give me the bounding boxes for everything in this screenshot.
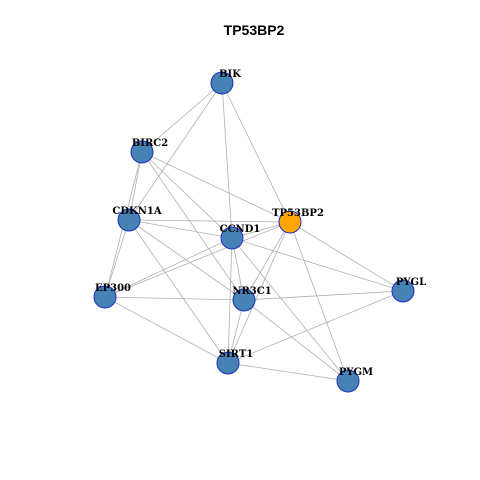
node-circle-nr3c1 [232, 288, 256, 312]
node-pygl: PYGL [391, 277, 426, 303]
node-label-nr3c1: NR3C1 [232, 286, 271, 297]
edge-cdkn1a-sirt1 [128, 219, 229, 364]
node-ccnd1: CCND1 [220, 224, 261, 250]
node-sirt1: SIRT1 [216, 349, 253, 375]
node-label-sirt1: SIRT1 [219, 349, 253, 360]
edge-tp53bp2-ep300 [104, 221, 291, 298]
node-birc2: BIRC2 [130, 138, 168, 164]
edge-bik-birc2 [141, 82, 223, 153]
edge-ccnd1-pygl [231, 237, 404, 292]
node-label-pygl: PYGL [396, 277, 426, 288]
edge-ep300-sirt1 [104, 296, 229, 364]
node-circle-pygl [391, 279, 415, 303]
node-circle-cdkn1a [117, 208, 141, 232]
diagram-title: TP53BP2 [224, 22, 285, 38]
node-label-ccnd1: CCND1 [220, 224, 261, 235]
node-circle-sirt1 [216, 351, 240, 375]
edge-tp53bp2-nr3c1 [243, 221, 291, 301]
node-nr3c1: NR3C1 [232, 286, 272, 312]
node-circle-birc2 [130, 140, 154, 164]
edge-ccnd1-ep300 [104, 237, 233, 298]
edge-tp53bp2-sirt1 [227, 221, 291, 364]
node-circle-bik [210, 71, 234, 95]
edge-birc2-tp53bp2 [141, 151, 291, 223]
edge-bik-ccnd1 [221, 82, 233, 239]
node-label-tp53bp2: TP53BP2 [272, 208, 324, 219]
node-pygm: PYGM [336, 367, 373, 393]
node-label-ep300: EP300 [95, 283, 131, 294]
edge-cdkn1a-ep300 [104, 219, 130, 298]
edge-nr3c1-pygm [243, 299, 349, 382]
edge-cdkn1a-tp53bp2 [128, 219, 291, 223]
edge-birc2-nr3c1 [141, 151, 245, 301]
edge-nr3c1-pygl [243, 290, 404, 301]
node-circle-pygm [336, 369, 360, 393]
edge-sirt1-pygm [227, 362, 349, 382]
edge-birc2-cdkn1a [128, 151, 143, 221]
edge-tp53bp2-pygl [289, 221, 404, 292]
edge-bik-cdkn1a [128, 82, 223, 221]
edge-cdkn1a-ccnd1 [128, 219, 233, 239]
edge-ep300-nr3c1 [104, 296, 245, 301]
node-label-birc2: BIRC2 [132, 138, 168, 149]
node-bik: BIK [210, 69, 241, 95]
node-circle-ccnd1 [220, 226, 244, 250]
edge-ccnd1-pygm [231, 237, 349, 382]
node-label-pygm: PYGM [339, 367, 373, 378]
node-circle-tp53bp2 [278, 210, 302, 234]
edge-cdkn1a-nr3c1 [128, 219, 245, 301]
edge-ccnd1-sirt1 [227, 237, 233, 364]
edge-bik-tp53bp2 [221, 82, 291, 223]
node-circle-ep300 [93, 285, 117, 309]
edge-birc2-ccnd1 [141, 151, 233, 239]
node-label-bik: BIK [219, 69, 241, 80]
node-cdkn1a: CDKN1A [112, 206, 162, 232]
edge-layer [104, 82, 404, 382]
edge-sirt1-pygl [227, 290, 404, 364]
node-label-cdkn1a: CDKN1A [112, 206, 161, 217]
node-tp53bp2: TP53BP2 [272, 208, 324, 234]
edge-tp53bp2-pygm [289, 221, 349, 382]
node-ep300: EP300 [93, 283, 131, 309]
